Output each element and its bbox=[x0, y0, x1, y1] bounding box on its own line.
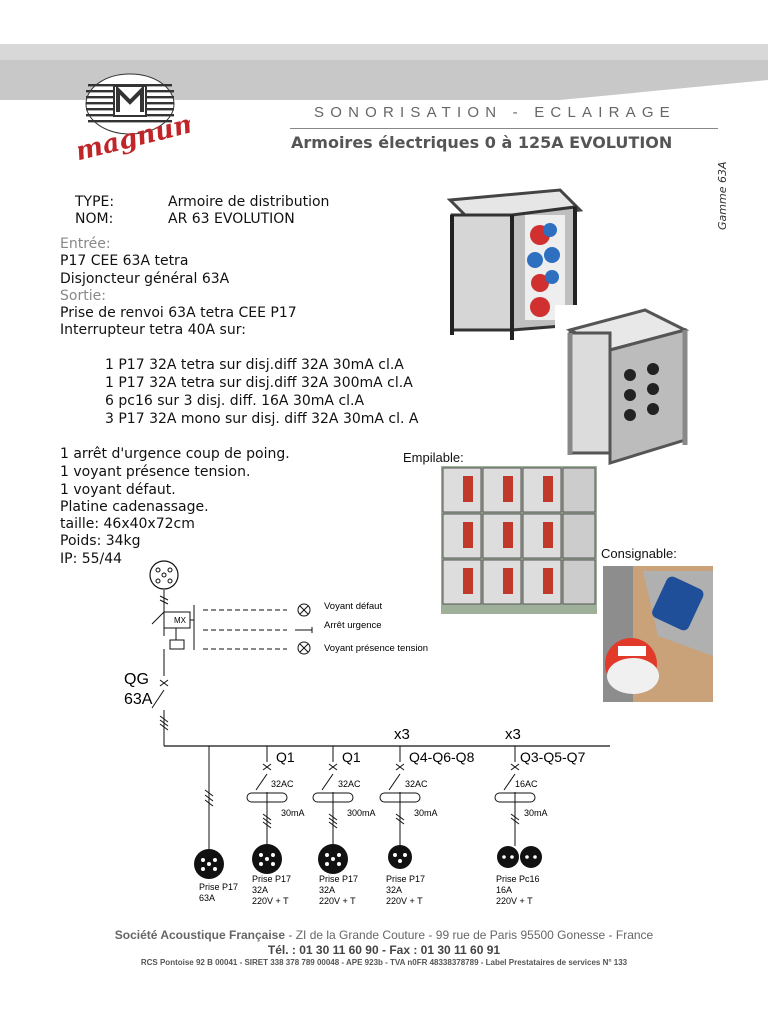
nom-value: AR 63 EVOLUTION bbox=[168, 211, 295, 227]
branch-diff: 300mA bbox=[347, 808, 376, 818]
feature-line: Poids: 34kg bbox=[60, 533, 141, 549]
branch-rating: 32AC bbox=[271, 779, 294, 789]
stacked-cabinets-photo bbox=[441, 466, 597, 614]
feature-line: Platine cadenassage. bbox=[60, 499, 209, 515]
branch-amp: 32A bbox=[252, 885, 268, 895]
footer-address-text: - ZI de la Grande Couture - 99 rue de Pa… bbox=[285, 928, 654, 942]
type-label: TYPE: bbox=[75, 194, 115, 210]
entree-line: P17 CEE 63A tetra bbox=[60, 253, 189, 269]
branch-diff: 30mA bbox=[524, 808, 548, 818]
branch-multiplier: x3 bbox=[394, 726, 410, 743]
qg-rating: 63A bbox=[124, 691, 153, 708]
single-line-diagram: MX Voyant défaut Arrêt urgence Voyant pr… bbox=[124, 560, 610, 906]
entree-label: Entrée: bbox=[60, 236, 111, 252]
sortie-line: Prise de renvoi 63A tetra CEE P17 bbox=[60, 305, 297, 321]
arret-urgence-label: Arrêt urgence bbox=[324, 620, 382, 631]
voyant-defaut-label: Voyant défaut bbox=[324, 601, 382, 612]
mx-label: MX bbox=[174, 616, 187, 625]
output-line: 6 pc16 sur 3 disj. diff. 16A 30mA cl.A bbox=[105, 393, 365, 409]
branch-breaker: Q4-Q6-Q8 bbox=[409, 749, 475, 765]
branch-breaker: Q1 bbox=[342, 749, 361, 765]
header-top-title: SONORISATION - ECLAIRAGE bbox=[314, 104, 676, 121]
footer-legal: RCS Pontoise 92 B 00041 - SIRET 338 378 … bbox=[140, 958, 628, 967]
branch-multiplier: x3 bbox=[505, 726, 521, 743]
renvoi-socket-label: Prise P17 bbox=[199, 882, 238, 892]
branch-breaker: Q3-Q5-Q7 bbox=[520, 749, 586, 765]
branch-rating: 32AC bbox=[405, 779, 428, 789]
feature-line: taille: 46x40x72cm bbox=[60, 516, 195, 532]
branch-amp: 16A bbox=[496, 885, 512, 895]
empilable-caption: Empilable: bbox=[403, 450, 464, 465]
feature-line: IP: 55/44 bbox=[60, 551, 123, 567]
branch-diff: 30mA bbox=[414, 808, 438, 818]
qg-label: QG bbox=[124, 671, 149, 688]
renvoi-socket-amp: 63A bbox=[199, 893, 215, 903]
branch-rating: 32AC bbox=[338, 779, 361, 789]
sortie-label: Sortie: bbox=[60, 288, 106, 304]
feature-line: 1 voyant présence tension. bbox=[60, 464, 251, 480]
branch-volt: 220V + T bbox=[496, 896, 533, 906]
cabinet-front-photo bbox=[440, 185, 590, 345]
branch-amp: 32A bbox=[319, 885, 335, 895]
header-divider bbox=[290, 128, 718, 129]
branch-volt: 220V + T bbox=[319, 896, 356, 906]
output-line: 1 P17 32A tetra sur disj.diff 32A 30mA c… bbox=[105, 357, 404, 373]
branch-amp: 32A bbox=[386, 885, 402, 895]
type-value: Armoire de distribution bbox=[168, 194, 330, 210]
header-band bbox=[0, 44, 768, 100]
footer-company: Société Acoustique Française bbox=[114, 928, 286, 942]
feature-line: 1 arrêt d'urgence coup de poing. bbox=[60, 446, 290, 462]
branch-socket: Prise P17 bbox=[319, 874, 358, 884]
padlock-socket-photo bbox=[603, 566, 713, 702]
branch-diff: 30mA bbox=[281, 808, 305, 818]
branch-volt: 220V + T bbox=[252, 896, 289, 906]
consignable-caption: Consignable: bbox=[601, 546, 677, 561]
branch-breaker: Q1 bbox=[276, 749, 295, 765]
side-range-label: Gamme 63A bbox=[716, 161, 729, 230]
sortie-line: Interrupteur tetra 40A sur: bbox=[60, 322, 246, 338]
branch-socket: Prise P17 bbox=[252, 874, 291, 884]
feature-line: 1 voyant défaut. bbox=[60, 482, 176, 498]
entree-line: Disjoncteur général 63A bbox=[60, 271, 230, 287]
output-line: 1 P17 32A tetra sur disj.diff 32A 300mA … bbox=[105, 375, 413, 391]
footer-address: Société Acoustique Française - ZI de la … bbox=[0, 928, 768, 942]
output-line: 3 P17 32A mono sur disj. diff 32A 30mA c… bbox=[105, 411, 419, 427]
branch-socket: Prise P17 bbox=[386, 874, 425, 884]
branch-socket: Prise Pc16 bbox=[496, 874, 540, 884]
branch-volt: 220V + T bbox=[386, 896, 423, 906]
magnum-logo: magnum bbox=[78, 73, 190, 160]
nom-label: NOM: bbox=[75, 211, 114, 227]
footer-phone: Tél. : 01 30 11 60 90 - Fax : 01 30 11 6… bbox=[267, 943, 501, 957]
cabinet-side-photo bbox=[555, 305, 693, 465]
voyant-presence-label: Voyant présence tension bbox=[324, 643, 428, 654]
header-subtitle: Armoires électriques 0 à 125A EVOLUTION bbox=[291, 133, 673, 152]
branch-rating: 16AC bbox=[515, 779, 538, 789]
